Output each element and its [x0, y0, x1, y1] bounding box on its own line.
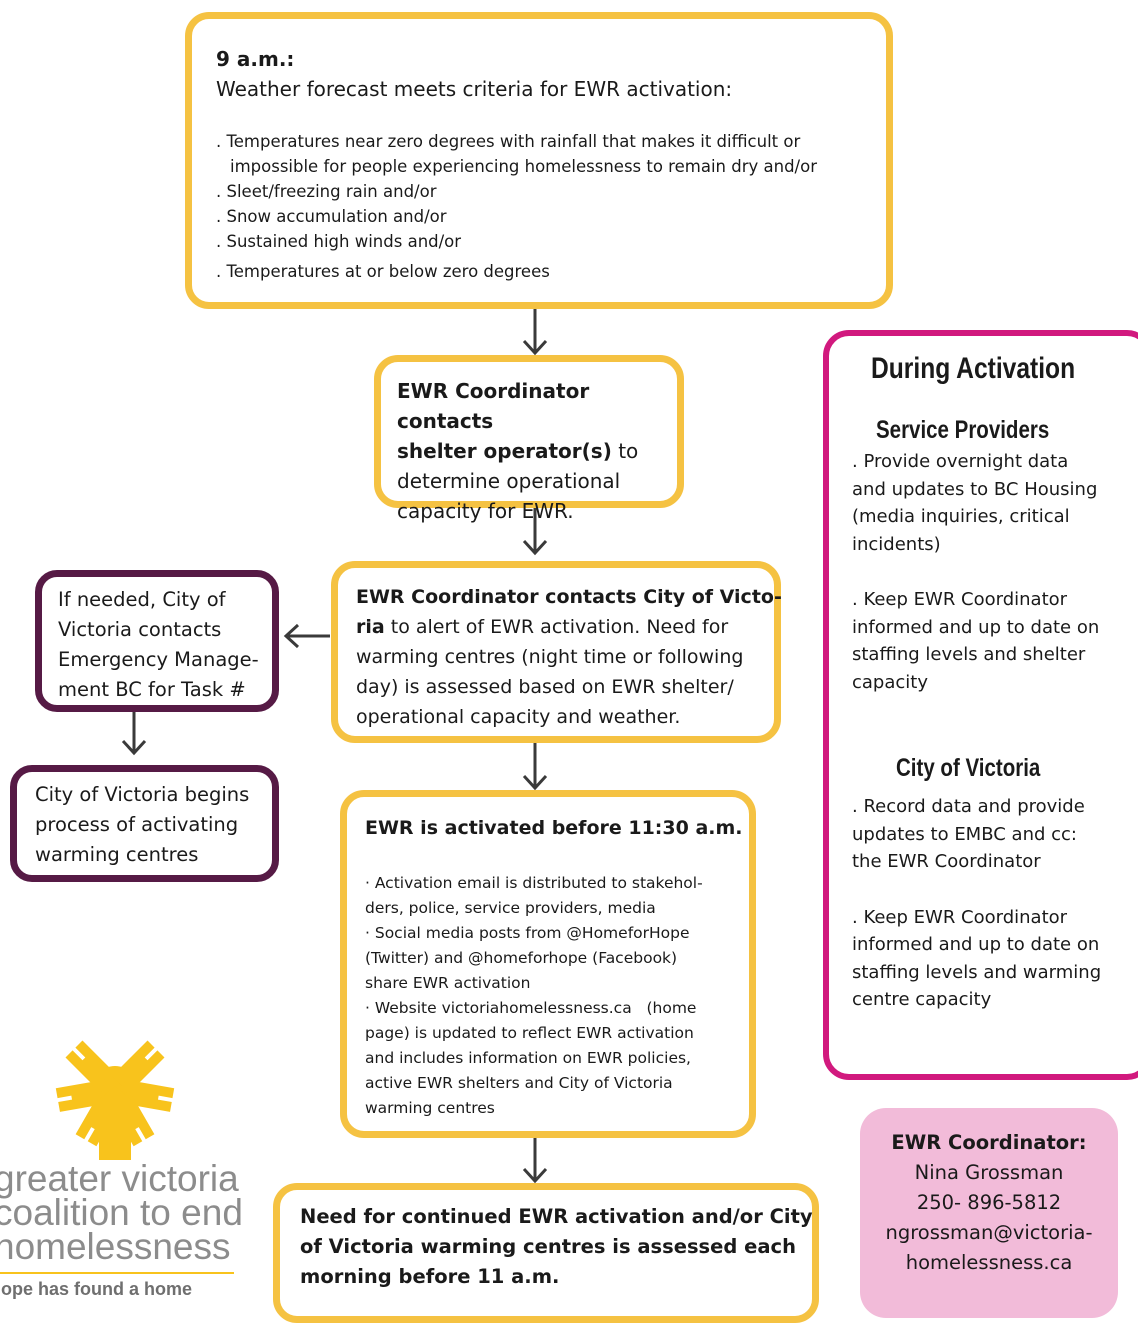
warming-line: warming centres: [35, 843, 199, 866]
embc-text: If needed, City of Victoria contacts Eme…: [58, 585, 259, 705]
warming-line: process of activating: [35, 813, 239, 836]
contact-name: Nina Grossman: [914, 1161, 1064, 1184]
alert-line: operational capacity and weather.: [356, 706, 681, 728]
city-victoria-heading: City of Victoria: [896, 754, 1041, 782]
sp-line: (media inquiries, critical: [852, 506, 1070, 527]
alert-city-text: EWR Coordinator contacts City of Victo- …: [356, 582, 782, 732]
cv-line: updates to EMBC and cc:: [852, 823, 1077, 845]
sp-line: capacity: [852, 671, 928, 693]
warming-line: City of Victoria begins: [35, 783, 250, 806]
contact-email: ngrossman@victoria-: [885, 1221, 1093, 1244]
embc-line: Victoria contacts: [58, 618, 222, 641]
activated-list: · Activation email is distributed to sta…: [365, 871, 703, 1121]
activated-line: share EWR activation: [365, 974, 531, 992]
shelter-line: capacity for EWR.: [397, 499, 574, 523]
sp-line: staffing levels and shelter: [852, 644, 1086, 665]
embc-line: ment BC for Task #: [58, 678, 246, 701]
contact-text: EWR Coordinator: Nina Grossman 250- 896-…: [860, 1128, 1118, 1278]
criteria-item: . Sleet/freezing rain and/or: [216, 182, 437, 201]
warming-text: City of Victoria begins process of activ…: [35, 780, 249, 870]
activated-line: ders, police, service providers, media: [365, 899, 656, 917]
criteria-list: . Temperatures near zero degrees with ra…: [216, 129, 817, 284]
alert-line: day) is assessed based on EWR shelter/: [356, 676, 734, 698]
continued-text: Need for continued EWR activation and/or…: [300, 1202, 813, 1292]
activated-line: · Website victoriahomelessness.ca (home: [365, 999, 697, 1017]
criteria-item: . Temperatures at or below zero degrees: [216, 262, 550, 281]
logo-tagline: hope has found a home: [0, 1279, 193, 1299]
during-title: During Activation: [871, 352, 1076, 385]
activated-line: and includes information on EWR policies…: [365, 1049, 691, 1067]
ewr-activated-box: EWR is activated before 11:30 a.m. · Act…: [340, 790, 756, 1138]
activated-line: page) is updated to reflect EWR activati…: [365, 1024, 694, 1042]
city-victoria-list: . Record data and provide updates to EMB…: [852, 793, 1101, 1014]
during-activation-panel: During Activation Service Providers . Pr…: [823, 330, 1138, 1080]
weather-criteria-box: 9 a.m.: Weather forecast meets criteria …: [185, 12, 893, 309]
contact-shelter-box: EWR Coordinator contacts shelter operato…: [374, 355, 684, 523]
criteria-item: . Sustained high winds and/or: [216, 232, 462, 251]
coalition-logo-icon: [55, 1040, 175, 1160]
logo-line: coalition to end: [0, 1192, 243, 1233]
contact-phone: 250- 896-5812: [916, 1191, 1062, 1214]
service-providers-heading: Service Providers: [876, 416, 1050, 444]
logo-line: homelessness: [0, 1226, 231, 1267]
criteria-item: . Temperatures near zero degrees with ra…: [216, 132, 801, 151]
criteria-item: impossible for people experiencing homel…: [230, 157, 817, 176]
logo-divider: [0, 1272, 234, 1274]
embc-line: Emergency Manage-: [58, 648, 259, 671]
shelter-line: determine operational: [397, 469, 621, 493]
activated-line: active EWR shelters and City of Victoria: [365, 1074, 673, 1092]
cv-line: . Record data and provide: [852, 796, 1085, 817]
activated-line: (Twitter) and @homeforhope (Facebook): [365, 949, 678, 967]
cv-line: . Keep EWR Coordinator: [852, 906, 1068, 928]
cv-line: centre capacity: [852, 989, 992, 1010]
sp-line: incidents): [852, 533, 941, 555]
criteria-item: . Snow accumulation and/or: [216, 207, 447, 226]
logo-text: greater victoria coalition to end homele…: [0, 1158, 243, 1267]
cv-line: the EWR Coordinator: [852, 851, 1041, 872]
cv-line: staffing levels and warming: [852, 961, 1102, 983]
alert-line: EWR Coordinator contacts City of Victo-: [356, 586, 782, 608]
alert-line: warming centres (night time or following: [356, 646, 744, 668]
contact-email: homelessness.ca: [905, 1251, 1073, 1274]
continued-line: morning before 11 a.m.: [300, 1265, 560, 1288]
contact-label: EWR Coordinator:: [891, 1131, 1087, 1154]
sp-line: and updates to BC Housing: [852, 478, 1098, 500]
contact-embc-box: If needed, City of Victoria contacts Eme…: [35, 570, 279, 712]
warming-centres-box: City of Victoria begins process of activ…: [10, 765, 279, 882]
embc-line: If needed, City of: [58, 588, 226, 611]
service-providers-list: . Provide overnight data and updates to …: [852, 448, 1099, 696]
activated-line: · Social media posts from @HomeforHope: [365, 924, 690, 942]
time-heading: 9 a.m.:: [216, 47, 295, 71]
activated-line: · Activation email is distributed to sta…: [365, 874, 703, 892]
cv-line: informed and up to date on: [852, 934, 1100, 955]
sp-line: . Provide overnight data: [852, 451, 1069, 472]
alert-city-box: EWR Coordinator contacts City of Victo- …: [331, 561, 782, 743]
shelter-line: shelter operator(s) to: [397, 439, 639, 463]
continued-line: Need for continued EWR activation and/or…: [300, 1205, 813, 1228]
sp-line: informed and up to date on: [852, 616, 1100, 638]
continued-line: of Victoria warming centres is assessed …: [300, 1235, 796, 1258]
contact-shelter-text: EWR Coordinator contacts shelter operato…: [397, 376, 677, 526]
activated-title: EWR is activated before 11:30 a.m.: [365, 817, 743, 839]
logo-line: greater victoria: [0, 1158, 239, 1199]
alert-line: ria to alert of EWR activation. Need for: [356, 616, 729, 638]
coordinator-contact-card: EWR Coordinator: Nina Grossman 250- 896-…: [860, 1108, 1118, 1318]
continued-activation-box: Need for continued EWR activation and/or…: [273, 1183, 819, 1323]
criteria-heading: Weather forecast meets criteria for EWR …: [216, 77, 733, 101]
activated-line: warming centres: [365, 1099, 495, 1117]
sp-line: . Keep EWR Coordinator: [852, 589, 1068, 610]
shelter-line: EWR Coordinator contacts: [397, 379, 590, 433]
